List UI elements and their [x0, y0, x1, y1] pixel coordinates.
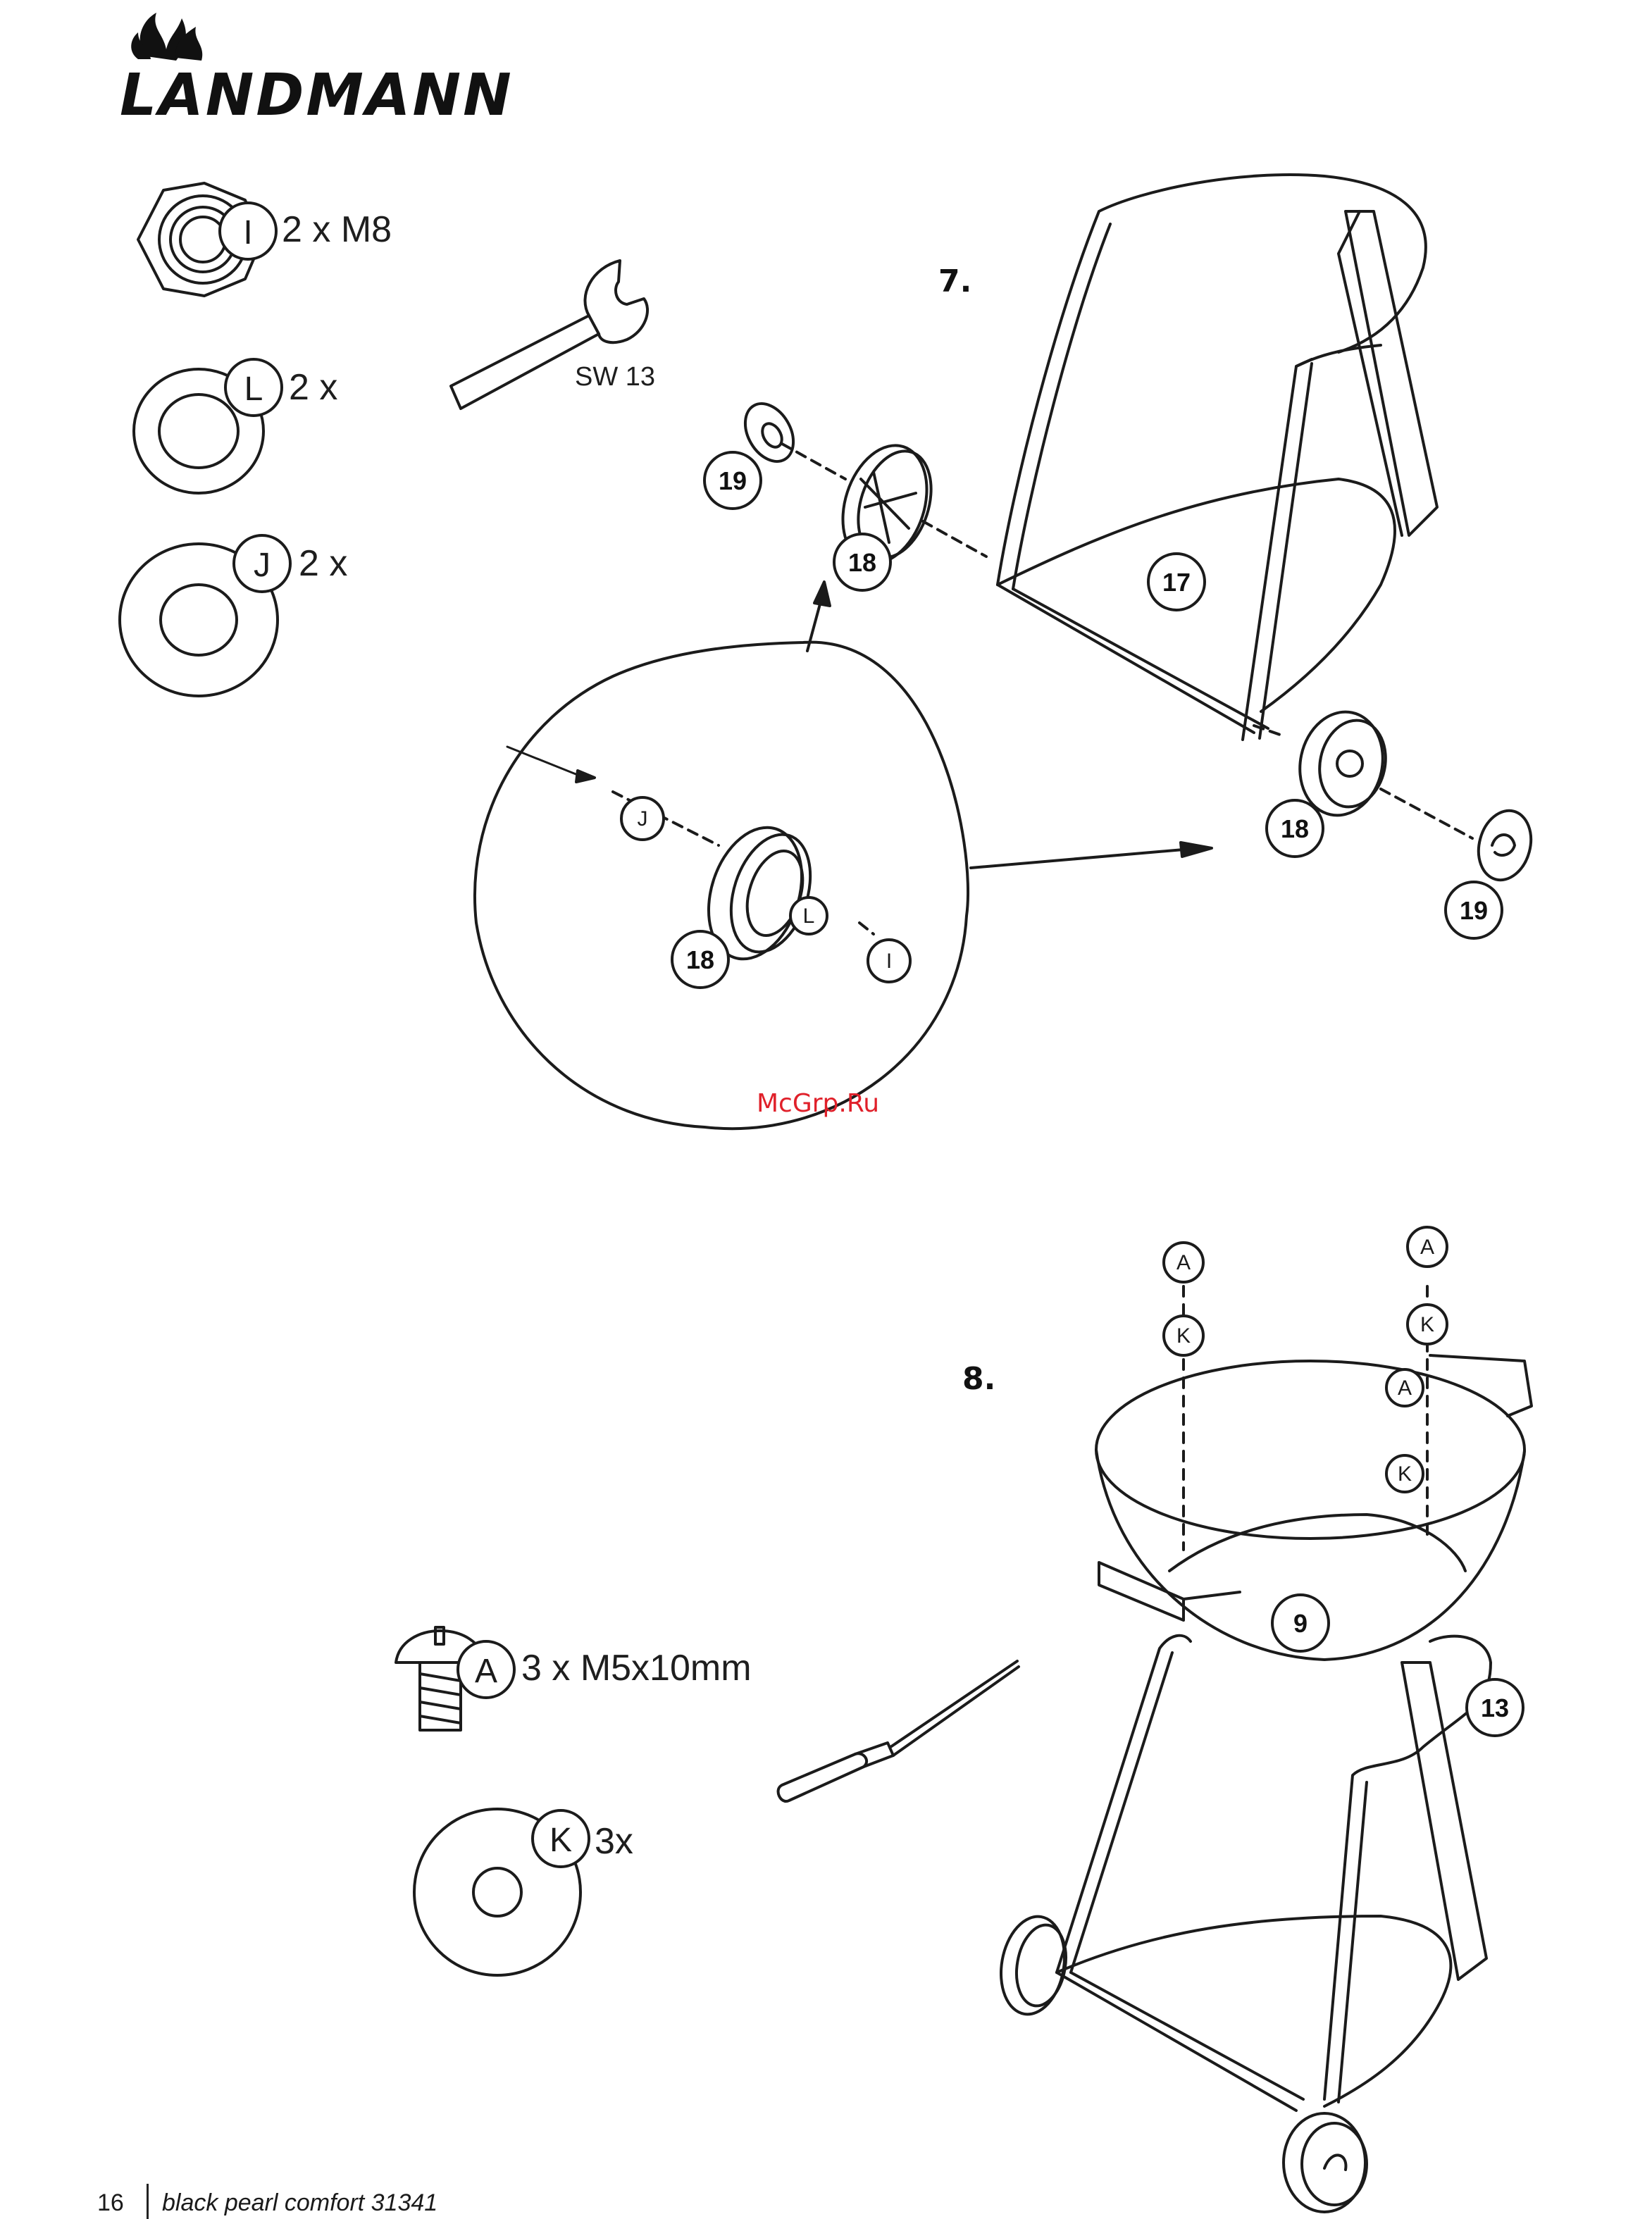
grill-stand — [1057, 1636, 1491, 2111]
part-L-letter: L — [244, 371, 263, 408]
part-L-quantity: 2 x — [289, 366, 337, 409]
step8-A-letter-1: A — [1176, 1251, 1191, 1274]
part-I-letter: I — [243, 214, 252, 251]
part-J-letter: J — [254, 547, 271, 584]
step8-A-letter-3: A — [1398, 1376, 1412, 1400]
callout-13: 13 — [1481, 1693, 1509, 1722]
step-8-number: 8. — [962, 1361, 995, 1397]
part-A-letter: A — [475, 1653, 497, 1690]
step8-K-letter-2: K — [1420, 1313, 1434, 1336]
callout-19-top: 19 — [719, 466, 747, 495]
footer-product-title: black pearl comfort 31341 — [162, 2189, 437, 2217]
wrench-size-label: SW 13 — [575, 362, 655, 392]
cap-19 — [1471, 804, 1538, 885]
detail-I-letter: I — [886, 950, 892, 973]
callout-18-bottom: 18 — [1281, 814, 1309, 843]
grill-frame-17 — [998, 175, 1437, 740]
callout-18-top: 18 — [848, 548, 876, 577]
callout-18-detail: 18 — [686, 945, 714, 974]
callout-17: 17 — [1162, 568, 1191, 597]
callout-9: 9 — [1293, 1609, 1308, 1638]
watermark: McGrp.Ru — [757, 1089, 879, 1118]
part-K-letter: K — [549, 1822, 572, 1859]
part-J-quantity: 2 x — [299, 542, 347, 585]
detail-J-letter: J — [638, 807, 648, 831]
screwdriver-icon — [778, 1661, 1019, 1801]
step-7-number: 7. — [938, 263, 971, 299]
footer-divider — [147, 2184, 149, 2219]
brand-logo-text: LANDMANN — [120, 62, 514, 129]
assembly-guide-line — [1184, 1286, 1427, 1550]
callout-19-bottom: 19 — [1460, 896, 1488, 925]
flame-logo-icon — [131, 13, 202, 61]
part-A-quantity: 3 x M5x10mm — [521, 1647, 752, 1689]
step8-K-letter-3: K — [1398, 1462, 1412, 1486]
step8-K-letter-1: K — [1176, 1324, 1191, 1348]
part-K-quantity: 3x — [595, 1820, 633, 1863]
detail-L-letter: L — [803, 905, 815, 928]
step8-A-letter-2: A — [1420, 1236, 1434, 1259]
wheel-icon — [1284, 2113, 1367, 2212]
detail-magnifier — [475, 642, 968, 1129]
arrow-icon — [807, 582, 1212, 868]
page-number: 16 — [97, 2189, 124, 2217]
part-I-quantity: 2 x M8 — [282, 209, 392, 251]
